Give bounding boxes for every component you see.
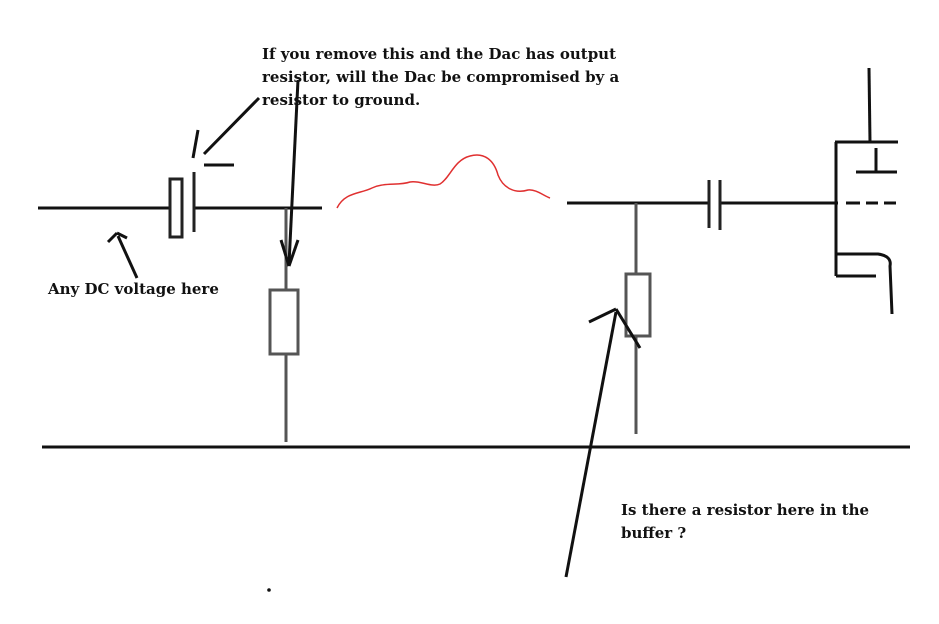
buffer-question-line-1: Is there a resistor here in the — [621, 501, 870, 519]
dac-question-line-1: If you remove this and the Dac has outpu… — [262, 45, 617, 63]
right-shunt-resistor — [624, 203, 652, 434]
dac-question-note: If you remove this and the Dac has outpu… — [262, 43, 619, 112]
dc-voltage-note: Any DC voltage here — [48, 278, 219, 301]
stray-dot — [267, 588, 271, 592]
input-capacitor — [168, 172, 196, 239]
dc-voltage-label: Any DC voltage here — [48, 280, 219, 298]
wire-break-squiggle — [336, 154, 551, 209]
output-capacitor — [707, 180, 722, 230]
buffer-question-note: Is there a resistor here in the buffer ? — [621, 499, 869, 545]
left-shunt-resistor — [268, 208, 300, 442]
buffer-device — [834, 67, 898, 315]
buffer-question-line-2: buffer ? — [621, 524, 687, 542]
pointer-arrows — [106, 79, 642, 578]
dac-question-line-3: resistor to ground. — [262, 91, 421, 109]
dac-question-line-2: resistor, will the Dac be compromised by… — [262, 68, 620, 86]
